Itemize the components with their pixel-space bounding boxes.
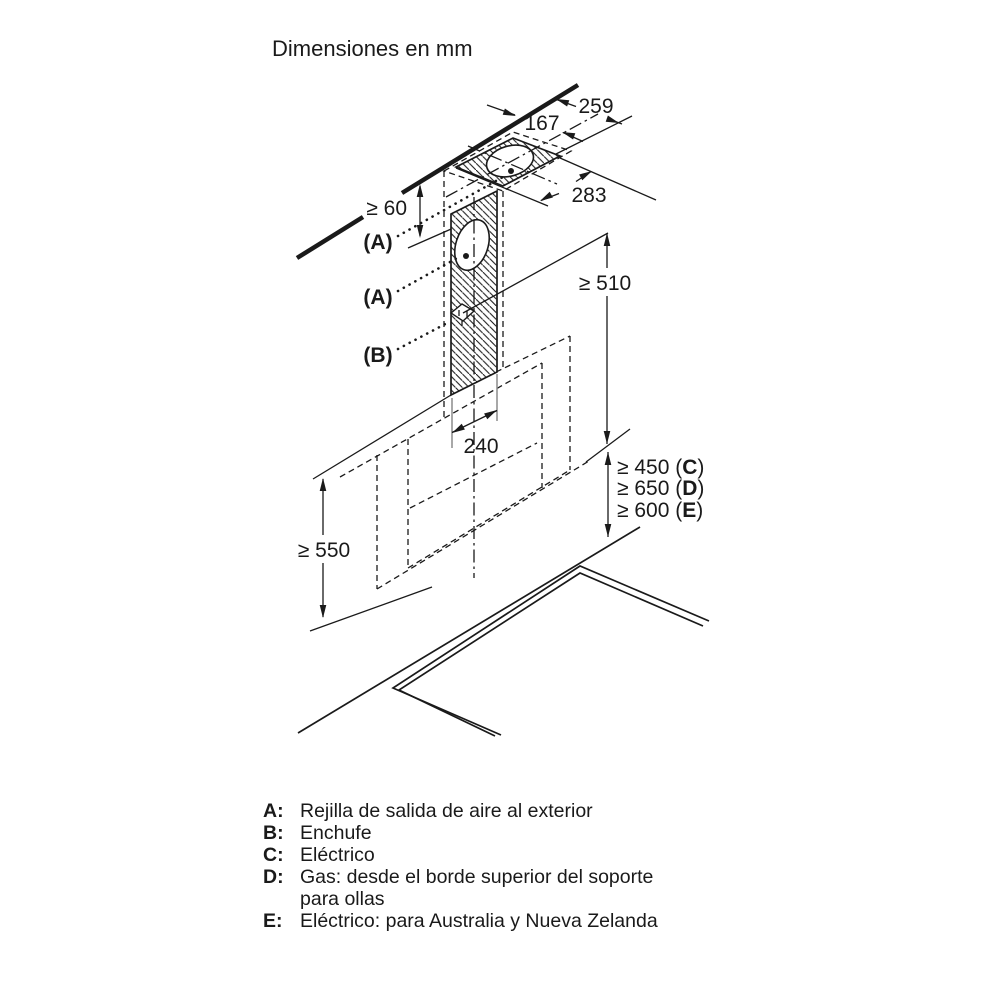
legend-text-e: Eléctrico: para Australia y Nueva Zeland… <box>300 910 658 932</box>
dim-259: 259 <box>556 95 623 125</box>
dim-60-label: ≥ 60 <box>366 197 407 220</box>
legend-letter-a: A: <box>263 800 284 822</box>
legend-letter-e: E: <box>263 910 283 932</box>
legend: A: Rejilla de salida de aire al exterior… <box>263 800 688 932</box>
callout-a1: (A) <box>363 231 392 254</box>
socket-level-line <box>462 232 609 314</box>
dim-167-label: 167 <box>524 112 559 135</box>
dim-clearances: ≥ 450 (C) ≥ 650 (D) ≥ 600 (E) <box>604 452 704 537</box>
legend-item-a: A: Rejilla de salida de aire al exterior <box>263 800 688 822</box>
clearance-d: ≥ 650 (D) <box>617 477 704 500</box>
dim-240-label: 240 <box>463 435 498 458</box>
dim-240: 240 <box>451 409 499 458</box>
callout-b: (B) <box>363 344 392 367</box>
dim-510: ≥ 510 <box>579 233 631 444</box>
legend-item-c: C: Eléctrico <box>263 844 688 866</box>
wall-duct-hatch <box>449 189 498 397</box>
legend-letter-c: C: <box>263 844 284 866</box>
dim-167: 167 <box>486 104 584 143</box>
legend-text-d: Gas: desde el borde superior del soporte… <box>300 866 654 910</box>
dim-550: ≥ 550 <box>298 478 350 618</box>
cooktop-outline <box>391 565 710 737</box>
page-title: Dimensiones en mm <box>272 36 473 61</box>
wall-outlet-dot <box>463 253 469 259</box>
dim-60: ≥ 60 <box>366 184 424 238</box>
legend-item-b: B: Enchufe <box>263 822 688 844</box>
legend-item-d: D: Gas: desde el borde superior del sopo… <box>263 866 688 910</box>
reference-lines <box>309 115 657 632</box>
dim-550-label: ≥ 550 <box>298 539 350 562</box>
callouts: (A) (A) (B) <box>363 175 505 367</box>
legend-item-e: E: Eléctrico: para Australia y Nueva Zel… <box>263 910 688 932</box>
clearance-e: ≥ 600 (E) <box>617 499 703 522</box>
power-socket-symbol <box>449 303 476 326</box>
dim-510-label: ≥ 510 <box>579 272 631 295</box>
air-outlet-ceiling <box>445 113 599 198</box>
dim-283-label: 283 <box>571 184 606 207</box>
legend-text-a: Rejilla de salida de aire al exterior <box>300 800 593 822</box>
ceiling-outlet-dot <box>508 168 514 174</box>
dim-259-label: 259 <box>578 95 613 118</box>
legend-letter-b: B: <box>263 822 284 844</box>
dim-283: 283 <box>540 170 607 207</box>
countertop-line <box>297 526 641 734</box>
extension-lines-240 <box>451 374 498 448</box>
wall-air-outlet <box>453 218 491 272</box>
callout-a2: (A) <box>363 286 392 309</box>
legend-text-c: Eléctrico <box>300 844 375 866</box>
legend-text-b: Enchufe <box>300 822 372 844</box>
legend-letter-d: D: <box>263 866 284 888</box>
ceiling-edge-line <box>295 83 580 260</box>
clearance-c: ≥ 450 (C) <box>617 456 704 479</box>
